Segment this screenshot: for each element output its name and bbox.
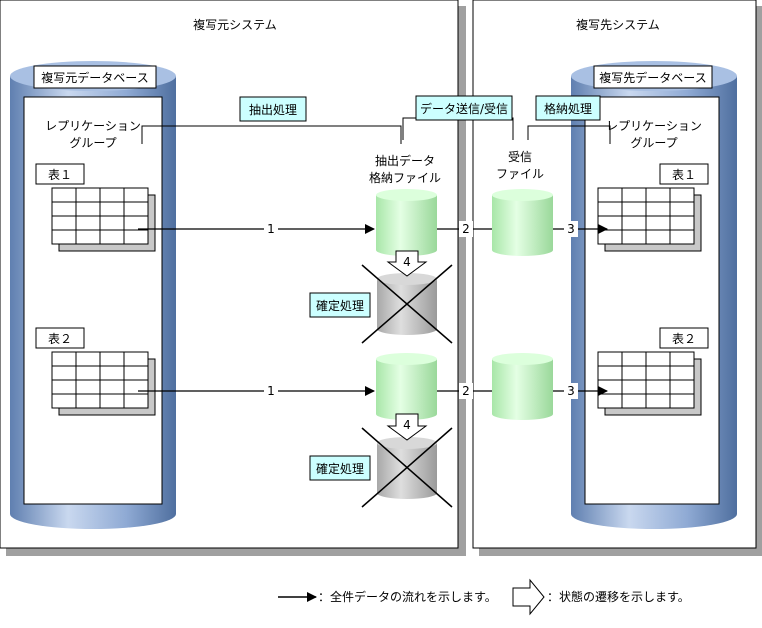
transfer-process-box: データ送信/受信 — [415, 95, 513, 121]
source-table-1-label: 表１ — [35, 163, 85, 185]
step-2-label-row1: 2 — [462, 222, 470, 236]
svg-text:格納処理: 格納処理 — [544, 101, 592, 116]
source-group-label-line1: レプリケーション — [45, 119, 141, 133]
receive-file-cylinder-row1 — [492, 189, 553, 256]
step-labels: 1 1 2 2 3 3 4 4 — [264, 221, 578, 432]
extract-file-label-line1: 抽出データ — [375, 153, 435, 168]
extract-bracket — [141, 125, 402, 144]
svg-text:データ送信/受信: データ送信/受信 — [420, 101, 508, 116]
receive-file-label-line1: 受信 — [508, 150, 532, 164]
transition-arrow-row2 — [386, 413, 428, 441]
svg-text:表２: 表２ — [672, 332, 696, 346]
target-table-1-label: 表１ — [659, 163, 709, 185]
step-1-label-row2: 1 — [267, 384, 275, 398]
legend-flow-text: ：全件データの流れを示します。 — [318, 589, 497, 604]
source-database-cylinder: 複写元データベース — [10, 61, 176, 529]
svg-text:確定処理: 確定処理 — [316, 461, 364, 476]
source-table-1-grid — [51, 187, 156, 252]
confirm-process-box-row1: 確定処理 — [309, 292, 371, 318]
target-system-title: 複写先システム — [576, 17, 660, 32]
extract-file-cylinder-row1 — [376, 189, 437, 256]
receive-file-cylinder-row2 — [492, 353, 553, 420]
confirmed-file-cylinder-row2 — [361, 427, 453, 508]
svg-text:表２: 表２ — [48, 332, 72, 346]
target-table-2-label: 表２ — [659, 327, 709, 349]
step-2-label-row2: 2 — [462, 384, 470, 398]
svg-text:表１: 表１ — [48, 168, 72, 182]
confirmed-file-cylinder-row1 — [361, 264, 453, 344]
source-table-2-grid — [51, 351, 156, 416]
step-3-label-row1: 3 — [567, 222, 575, 236]
source-table-2-label: 表２ — [35, 327, 85, 349]
legend-transition-text: ：状態の遷移を示します。 — [547, 589, 690, 604]
target-table-2-grid — [597, 351, 702, 416]
store-bracket — [527, 125, 611, 144]
step-3-label-row2: 3 — [567, 384, 575, 398]
source-group-label-line2: グループ — [69, 136, 116, 150]
table-grids — [51, 187, 702, 416]
target-group-label-line1: レプリケーション — [606, 119, 702, 133]
extract-file-label-line2: 格納ファイル — [369, 170, 441, 185]
store-process-box: 格納処理 — [535, 95, 601, 121]
svg-text:抽出処理: 抽出処理 — [249, 103, 297, 117]
step-1-label-row1: 1 — [267, 222, 275, 236]
svg-text:確定処理: 確定処理 — [316, 298, 364, 313]
legend-transition-arrow-icon — [512, 578, 545, 616]
transition-arrow-row1 — [386, 250, 428, 277]
step-4-label-row1: 4 — [403, 255, 411, 269]
target-group-label-line2: グループ — [630, 136, 677, 150]
target-database-label: 複写先データベース — [599, 70, 706, 85]
confirm-process-box-row2: 確定処理 — [309, 455, 371, 481]
step-4-label-row2: 4 — [403, 418, 411, 432]
source-database-label: 複写元データベース — [41, 70, 148, 85]
svg-text:表１: 表１ — [672, 168, 696, 182]
extract-process-box: 抽出処理 — [239, 96, 307, 122]
target-table-1-grid — [597, 187, 702, 252]
receive-file-label-line2: ファイル — [496, 167, 544, 181]
extract-file-cylinder-row2 — [376, 353, 437, 420]
source-system-title: 複写元システム — [193, 17, 277, 32]
legend: ：全件データの流れを示します。 ：状態の遷移を示します。 — [278, 578, 690, 616]
